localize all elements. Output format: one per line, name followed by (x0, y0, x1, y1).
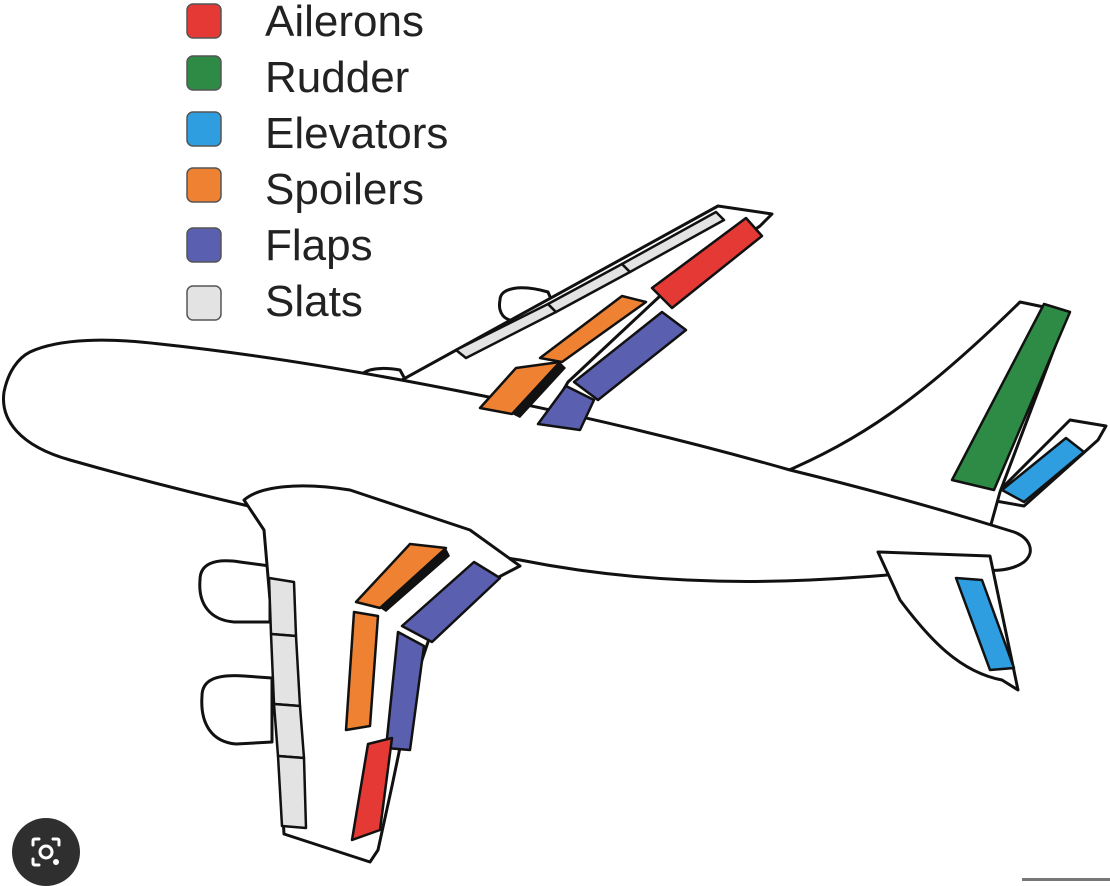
legend-item-flaps: Flaps (186, 221, 373, 270)
legend-item-rudder: Rudder (186, 53, 409, 102)
near-engine-outer (198, 559, 272, 624)
legend-label-ailerons: Ailerons (265, 0, 424, 46)
legend-item-ailerons: Ailerons (186, 0, 424, 46)
legend-swatch-spoilers (186, 167, 222, 203)
flap-far-outer (572, 310, 688, 402)
spoiler-far-shadow (512, 362, 566, 418)
spoiler-near-outer (344, 610, 380, 732)
slat-near-2 (269, 632, 302, 708)
legend-item-slats: Slats (186, 277, 363, 326)
image-search-button[interactable] (12, 818, 80, 886)
legend-label-elevators: Elevators (265, 109, 448, 158)
rudder (950, 302, 1072, 492)
flap-far-inner (536, 384, 596, 432)
legend-label-rudder: Rudder (265, 53, 409, 102)
elevator-far (1000, 436, 1086, 504)
slat-near-4 (276, 754, 308, 830)
spoiler-near-shadow (380, 548, 450, 612)
legend-swatch-elevators (186, 111, 222, 147)
flap-near-outer (384, 630, 426, 752)
legend-item-elevators: Elevators (186, 109, 448, 158)
legend-swatch-flaps (186, 227, 222, 263)
flap-near-inner (400, 560, 502, 644)
aircraft (2, 204, 1108, 864)
aileron-near (350, 736, 394, 842)
slat-near-1 (267, 576, 298, 638)
camera-search-icon (31, 837, 61, 867)
legend-swatch-slats (186, 285, 222, 321)
legend: Ailerons Rudder Elevators Spoilers Flaps… (186, 0, 448, 326)
elevator-near (954, 576, 1016, 672)
bottom-divider (1022, 878, 1110, 881)
slat-near-3 (272, 702, 306, 760)
legend-label-flaps: Flaps (265, 221, 373, 270)
legend-swatch-ailerons (186, 3, 222, 39)
legend-item-spoilers: Spoilers (186, 165, 424, 214)
legend-swatch-rudder (186, 55, 222, 91)
spoiler-far-outer (538, 294, 648, 364)
legend-label-slats: Slats (265, 277, 363, 326)
aileron-far (650, 216, 764, 310)
legend-label-spoilers: Spoilers (265, 165, 424, 214)
near-wing (242, 484, 522, 864)
slat-far-3 (620, 210, 726, 274)
near-engine-inner (200, 674, 274, 746)
